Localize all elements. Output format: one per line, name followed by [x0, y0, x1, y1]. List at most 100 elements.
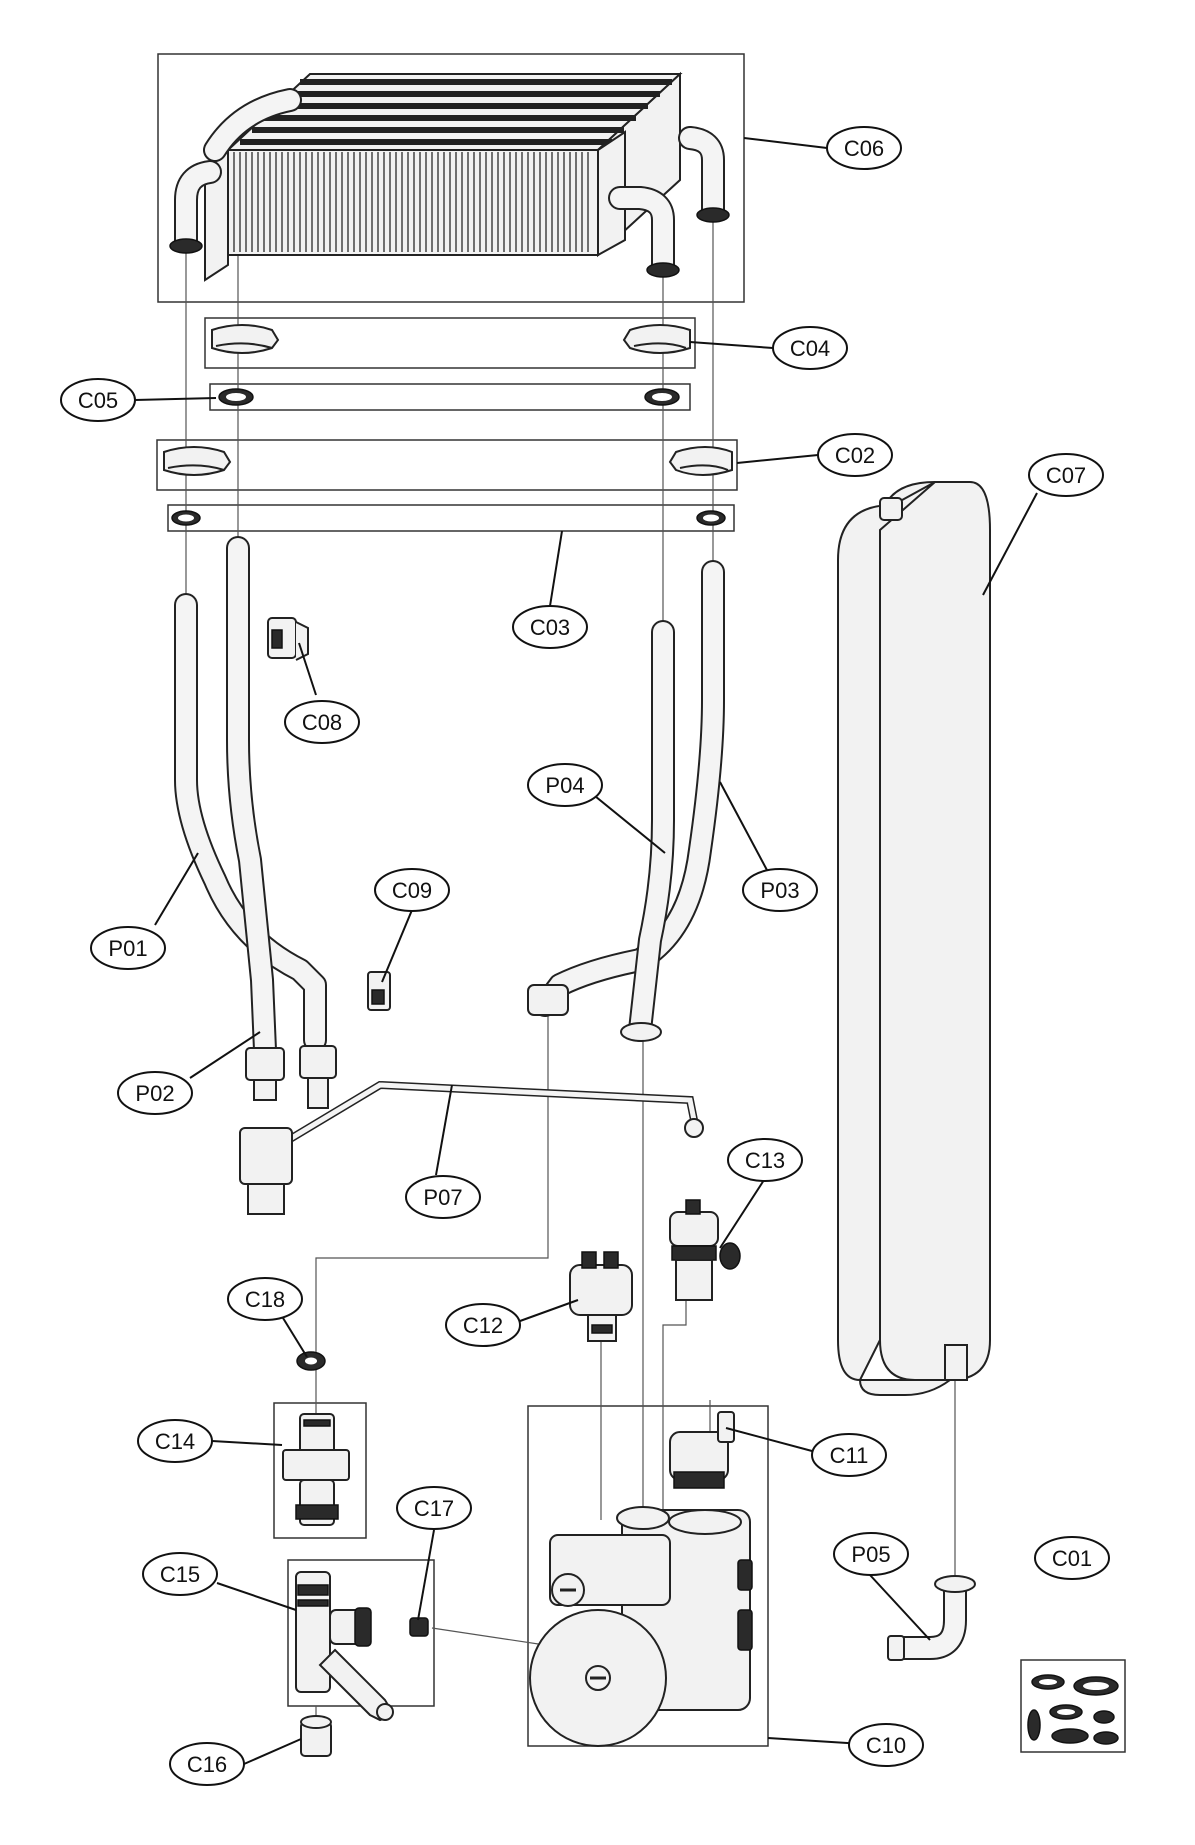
callout-c16[interactable]: C16 — [169, 1742, 245, 1786]
air-vent-c11 — [669, 1411, 735, 1489]
callout-c14[interactable]: C14 — [137, 1419, 213, 1463]
callout-c08[interactable]: C08 — [284, 700, 360, 744]
callout-c15[interactable]: C15 — [142, 1552, 218, 1596]
leader-c06 — [743, 137, 828, 149]
clip-lower-left — [163, 446, 232, 476]
callout-c18[interactable]: C18 — [227, 1277, 303, 1321]
leader-c14 — [211, 1440, 283, 1446]
vessel-valve — [879, 497, 903, 521]
callout-c12[interactable]: C12 — [445, 1303, 521, 1347]
leader-c09 — [381, 909, 413, 983]
callout-label: C13 — [745, 1148, 785, 1173]
callout-label: C12 — [463, 1313, 503, 1338]
callout-c04[interactable]: C04 — [772, 326, 848, 370]
callout-label: P04 — [545, 773, 584, 798]
callout-p03[interactable]: P03 — [742, 868, 818, 912]
nut-p01 — [299, 1045, 337, 1079]
callout-label: P02 — [135, 1081, 174, 1106]
seal-strip-box — [167, 504, 735, 532]
leader-c07 — [982, 492, 1038, 596]
pressure-switch-c12 — [569, 1251, 633, 1342]
callout-label: P01 — [108, 936, 147, 961]
callout-p02[interactable]: P02 — [117, 1071, 193, 1115]
fitting-p07 — [239, 1127, 293, 1185]
callout-label: C10 — [866, 1733, 906, 1758]
callout-p04[interactable]: P04 — [527, 763, 603, 807]
clip-c09 — [367, 971, 391, 1011]
callout-label: C07 — [1046, 463, 1086, 488]
callout-c09[interactable]: C09 — [374, 868, 450, 912]
leader-c03 — [549, 530, 563, 607]
callout-label: P07 — [423, 1185, 462, 1210]
expansion-vessel — [837, 481, 991, 1396]
callout-c07[interactable]: C07 — [1028, 453, 1104, 497]
callout-label: C03 — [530, 615, 570, 640]
pipe-p07 — [276, 1080, 699, 1149]
nut-p02 — [245, 1047, 285, 1081]
leader-c08 — [298, 642, 317, 696]
leader-p01 — [154, 852, 199, 926]
callout-c06[interactable]: C06 — [826, 126, 902, 170]
relief-valve-c13 — [669, 1199, 741, 1301]
leader-p04 — [589, 791, 666, 854]
filling-tap-c14 — [282, 1413, 350, 1526]
callout-label: C11 — [830, 1443, 869, 1468]
leader-c18 — [282, 1317, 308, 1358]
callout-label: C18 — [245, 1287, 285, 1312]
callout-label: P05 — [851, 1542, 890, 1567]
callout-label: C09 — [392, 878, 432, 903]
leader-p02 — [189, 1031, 261, 1079]
seal-kit-contents — [1027, 1674, 1119, 1745]
sensor-c08 — [267, 617, 309, 661]
callout-label: C14 — [155, 1429, 195, 1454]
clip-upper-right — [622, 324, 691, 354]
callout-c17[interactable]: C17 — [396, 1486, 472, 1530]
callout-p01[interactable]: P01 — [90, 926, 166, 970]
callout-c05[interactable]: C05 — [60, 378, 136, 422]
leader-c15 — [216, 1582, 297, 1611]
callout-label: C15 — [160, 1562, 200, 1587]
leader-c02 — [736, 454, 819, 464]
tap-box — [273, 1402, 367, 1539]
guide-line — [662, 1300, 687, 1510]
seals-box — [209, 383, 691, 411]
callout-c03[interactable]: C03 — [512, 605, 588, 649]
heat-exchanger — [169, 71, 730, 282]
callout-c02[interactable]: C02 — [817, 433, 893, 477]
pump-c10 — [529, 1506, 753, 1747]
plug-c17 — [409, 1617, 429, 1637]
leader-c12 — [519, 1299, 579, 1322]
callout-label: C02 — [835, 443, 875, 468]
leader-p05 — [869, 1574, 931, 1641]
heat-exchanger-fins — [233, 79, 672, 252]
callout-p05[interactable]: P05 — [833, 1532, 909, 1576]
leader-c04 — [689, 341, 774, 349]
callout-label: C16 — [187, 1752, 227, 1777]
collar-p04 — [620, 1022, 662, 1042]
clip-upper-left — [211, 324, 280, 354]
callout-c13[interactable]: C13 — [727, 1138, 803, 1182]
callout-label: P03 — [760, 878, 799, 903]
leader-p03 — [719, 781, 769, 873]
leader-c05 — [134, 397, 217, 401]
leader-p07 — [435, 1084, 453, 1176]
leader-c17 — [417, 1529, 435, 1621]
clips-lower-box — [156, 439, 738, 491]
callout-label: C06 — [844, 136, 884, 161]
leader-c10 — [767, 1737, 864, 1745]
clip-lower-right — [668, 446, 733, 476]
callout-label: C05 — [78, 388, 118, 413]
callout-c01[interactable]: C01 — [1034, 1536, 1110, 1580]
callout-label: C17 — [414, 1496, 454, 1521]
guide-line — [431, 1627, 546, 1646]
pump-box — [527, 1405, 769, 1747]
callout-label: C01 — [1052, 1546, 1092, 1571]
leader-c11 — [725, 1427, 813, 1452]
callout-p07[interactable]: P07 — [405, 1175, 481, 1219]
callout-c11[interactable]: C11 — [811, 1433, 887, 1477]
leader-c13 — [719, 1179, 765, 1249]
callout-c10[interactable]: C10 — [848, 1723, 924, 1767]
drain-valve-c15 — [295, 1571, 394, 1722]
clips-upper-box — [204, 317, 696, 369]
